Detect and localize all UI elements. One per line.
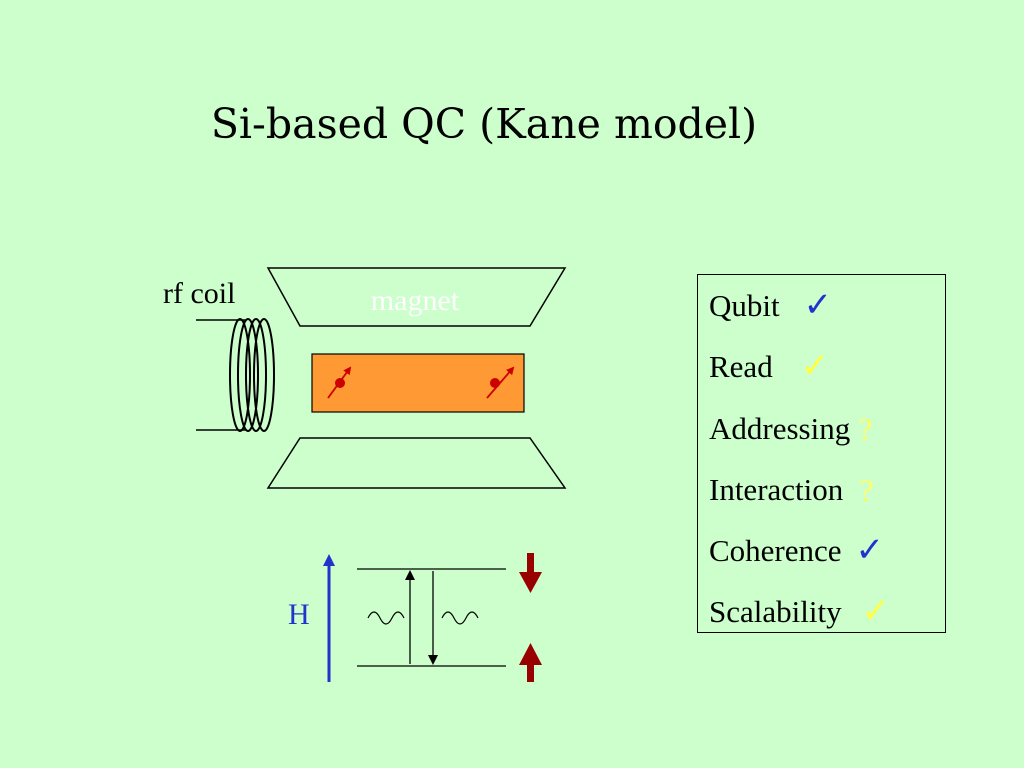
check-icon: ✓ — [861, 593, 891, 630]
question-icon: ? — [859, 472, 874, 508]
slide-title: Si-based QC (Kane model) — [0, 100, 1024, 148]
spin-down-arrow — [519, 553, 542, 593]
donor-spin-left — [327, 366, 352, 399]
requirement-addressing: Addressing ? — [709, 409, 872, 449]
requirement-coherence: Coherence ✓ — [709, 531, 884, 571]
requirement-label: Addressing — [709, 411, 851, 446]
rf-wave-left — [367, 611, 405, 625]
check-icon: ✓ — [800, 348, 830, 385]
spin-up-arrow — [519, 643, 542, 682]
requirement-label: Qubit — [709, 288, 780, 323]
requirements-box: Qubit ✓ Read ✓ Addressing ? Interaction … — [697, 274, 946, 633]
slide-title-text: Si-based QC (Kane model) — [210, 100, 758, 148]
requirement-label: Read — [709, 349, 773, 384]
rf-coil-label: rf coil — [163, 277, 235, 310]
silicon-sample — [311, 353, 525, 413]
magnet-label: magnet — [371, 284, 460, 317]
magnet-bottom — [266, 437, 567, 489]
requirement-label: Scalability — [709, 594, 842, 629]
field-label: H — [288, 598, 310, 631]
question-icon: ? — [858, 411, 873, 447]
magnet-top — [266, 267, 567, 327]
requirement-label: Interaction — [709, 472, 844, 507]
check-icon: ✓ — [855, 532, 885, 569]
check-icon: ✓ — [803, 287, 833, 324]
rf-wave-right — [441, 611, 479, 625]
requirement-read: Read ✓ — [709, 347, 829, 387]
requirement-label: Coherence — [709, 533, 842, 568]
rf-coil — [229, 318, 275, 432]
donor-spin-right — [486, 366, 515, 399]
requirement-scalability: Scalability ✓ — [709, 592, 890, 632]
requirement-interaction: Interaction ? — [709, 470, 873, 510]
requirement-qubit: Qubit ✓ — [709, 286, 832, 326]
